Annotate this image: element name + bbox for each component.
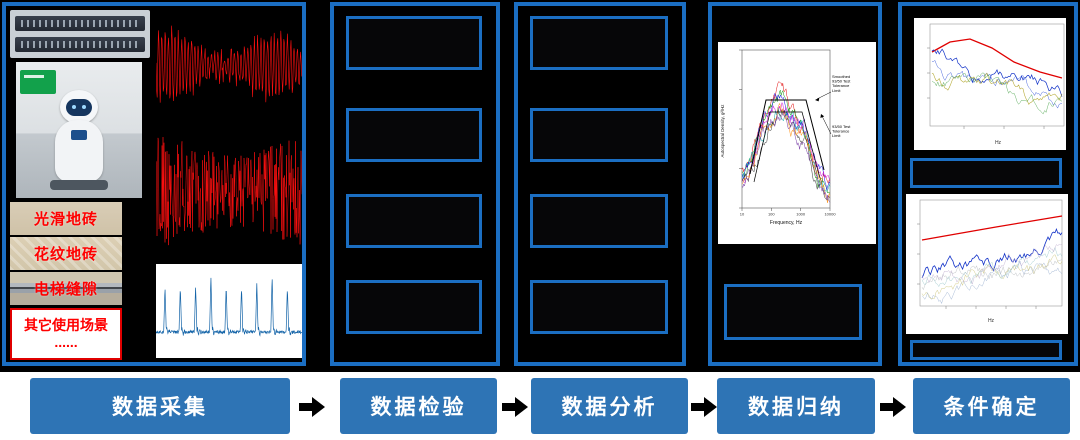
analysis-step-box-1: [530, 16, 668, 70]
check-step-box-2: [346, 108, 482, 162]
envelope-plot-bottom-svg: Hz: [906, 194, 1068, 334]
arrow-right-icon: [691, 396, 717, 418]
condition-note-box-2: [910, 340, 1062, 360]
elevator-gap-photo: 电梯缝隙: [10, 272, 122, 305]
autospectral-density-plot: 10 100 1000 10000 Frequency, Hz Autospec…: [718, 42, 876, 244]
step-button-data-induction[interactable]: 数据归纳: [717, 378, 875, 434]
robot-face: [66, 99, 92, 116]
other-scenes-ellipsis: ......: [54, 334, 78, 350]
envelope-plot-bottom: Hz: [906, 194, 1068, 334]
step-button-condition-determination[interactable]: 条件确定: [913, 378, 1070, 434]
panel-data-induction: 10 100 1000 10000 Frequency, Hz Autospec…: [708, 2, 882, 366]
other-scenes-text: 其它使用场景: [24, 317, 108, 333]
autospectral-density-svg: 10 100 1000 10000 Frequency, Hz Autospec…: [718, 42, 876, 244]
analysis-step-box-3: [530, 194, 668, 248]
x-tick-label: 10: [740, 212, 745, 217]
check-step-box-4: [346, 280, 482, 334]
step-button-label: 数据归纳: [748, 396, 844, 419]
impact-spike-signal-plot: [156, 264, 302, 358]
scene-label: 光滑地砖: [33, 211, 98, 228]
annotation-limit: 93/50 Test Tolerance Limit: [832, 124, 852, 138]
other-scenes-card: 其它使用场景 ......: [10, 308, 122, 360]
vibration-signal-svg-1: [156, 25, 302, 103]
panel-data-check: [330, 2, 500, 366]
smooth-tile-photo: 光滑地砖: [10, 202, 122, 235]
robot-body: [55, 120, 103, 182]
arrow-right-icon: [880, 396, 906, 418]
x-tick-label: 1000: [796, 212, 806, 217]
x-axis-label: Hz: [988, 318, 995, 324]
pipeline-bar: 数据采集 数据检验 数据分析 数据归纳 条件确定: [0, 372, 1080, 440]
x-axis-label: Frequency, Hz: [770, 220, 803, 226]
step-button-label: 条件确定: [943, 396, 1040, 419]
analysis-step-box-4: [530, 280, 668, 334]
annotation-smoothed-limit: Smoothed 93/50 Test Tolerance Limit: [832, 74, 852, 93]
scene-label: 花纹地砖: [33, 246, 98, 263]
panel-condition-determination: Hz Hz: [898, 2, 1078, 366]
rack-instrument-2: [15, 37, 145, 52]
analysis-step-box-2: [530, 108, 668, 162]
condition-note-box-1: [910, 158, 1062, 188]
rack-instrument-1: [15, 16, 145, 31]
scene-label: 电梯缝隙: [33, 281, 98, 298]
arrow-right-icon: [299, 396, 325, 418]
x-tick-label: 10000: [824, 212, 836, 217]
robot-photo: [16, 62, 142, 198]
arrow-right-icon: [502, 396, 528, 418]
vibration-signal-plot-1: [156, 10, 302, 122]
check-step-box-3: [346, 194, 482, 248]
induction-note-box: [724, 284, 862, 340]
impact-spike-signal-svg: [156, 277, 302, 337]
envelope-plot-top-svg: Hz: [914, 18, 1066, 150]
y-axis-label: Autospectral Density, g²/Hz: [720, 105, 725, 158]
green-wall-sign: [20, 70, 56, 94]
patterned-tile-photo: 花纹地砖: [10, 237, 122, 270]
step-button-data-check[interactable]: 数据检验: [340, 378, 497, 434]
step-button-data-analysis[interactable]: 数据分析: [531, 378, 688, 434]
step-button-label: 数据检验: [370, 396, 467, 419]
envelope-plot-top: Hz: [914, 18, 1066, 150]
step-button-data-collection[interactable]: 数据采集: [30, 378, 290, 434]
panel-data-analysis: [514, 2, 686, 366]
robot-base: [50, 180, 108, 190]
x-axis-label: Hz: [995, 140, 1002, 146]
daq-equipment-photo: [10, 10, 150, 58]
panel-data-collection: 光滑地砖 花纹地砖 电梯缝隙 其它使用场景 ......: [2, 2, 306, 366]
robot-head: [60, 90, 98, 124]
check-step-box-1: [346, 16, 482, 70]
diagram-area: 光滑地砖 花纹地砖 电梯缝隙 其它使用场景 ......: [0, 0, 1080, 372]
vibration-signal-svg-2: [156, 137, 302, 246]
x-tick-label: 100: [768, 212, 775, 217]
step-button-label: 数据采集: [112, 396, 208, 419]
vibration-signal-plot-2: [156, 128, 302, 254]
step-button-label: 数据分析: [561, 396, 658, 419]
